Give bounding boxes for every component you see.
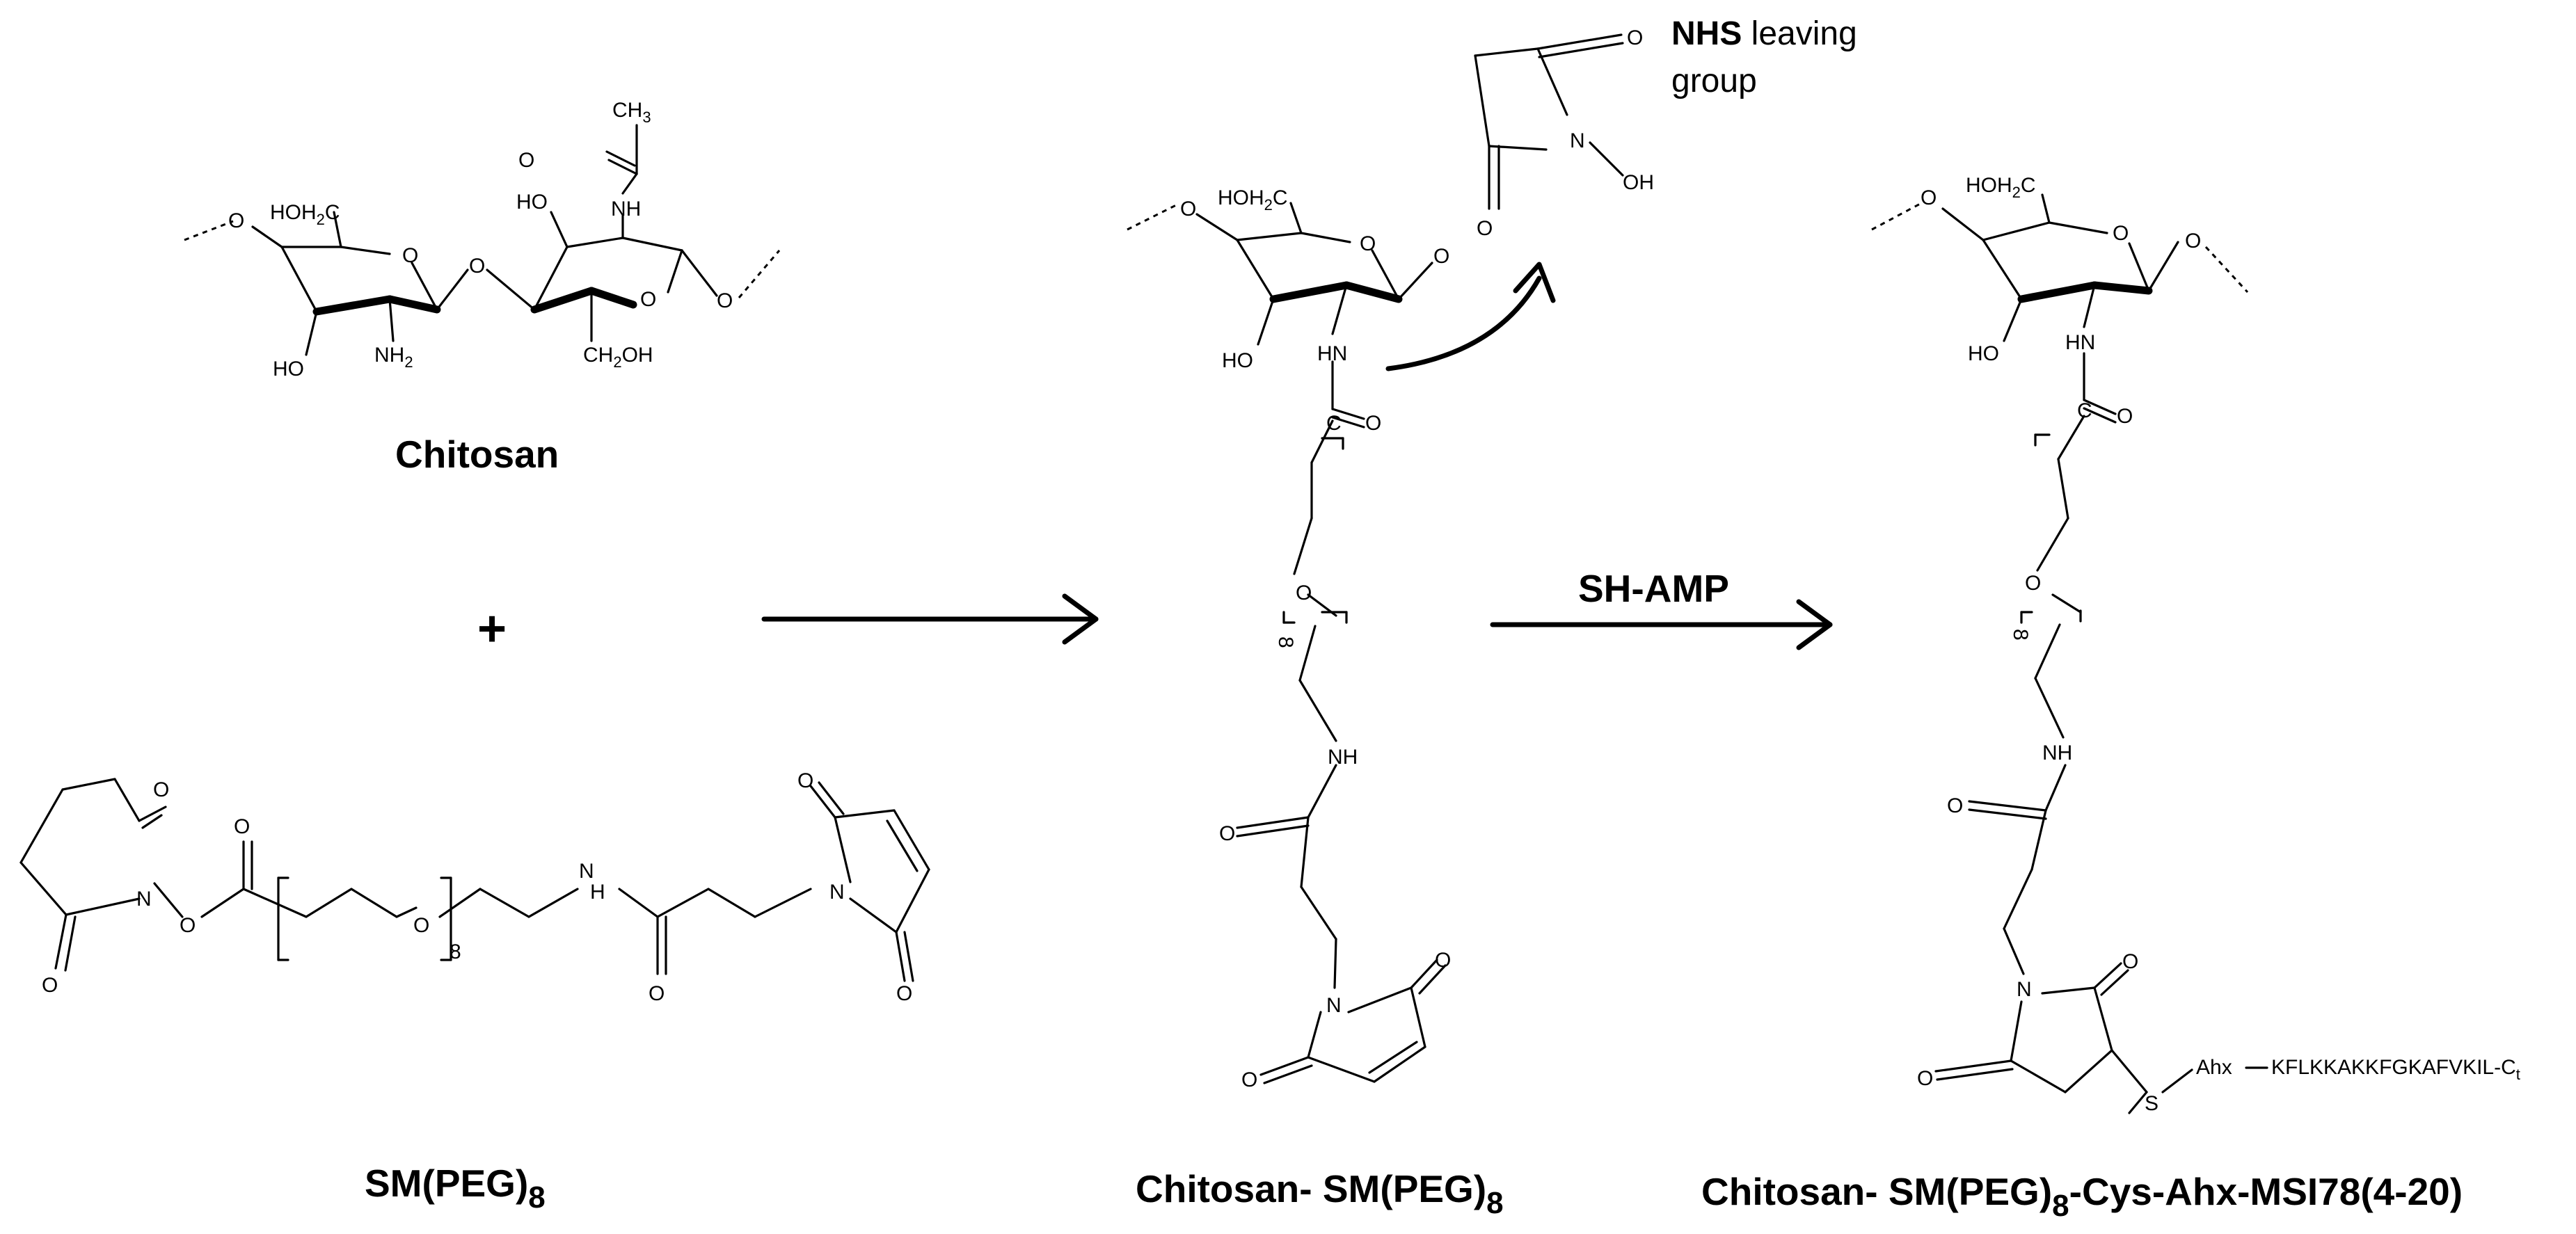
atom-ch3: CH3 — [612, 99, 651, 126]
atom-nh: NH — [611, 198, 641, 221]
atom-o-1: O — [153, 778, 169, 801]
atom-o-6: O — [649, 982, 665, 1005]
atom-nhs-o1: O — [1627, 26, 1643, 49]
atom-carbonyl-o: O — [518, 149, 534, 172]
atom-repeat-n: 8 — [450, 940, 461, 963]
atom-o-a: O — [1180, 198, 1196, 221]
atom-o-7: O — [797, 769, 813, 792]
atom-hoh2c-a: HOH2C — [1218, 186, 1288, 214]
atom-o: O — [228, 209, 244, 232]
reaction-arrow-1 — [761, 593, 1099, 645]
atom-o-mal1-a: O — [1435, 949, 1451, 972]
label-nhs-leaving-group: NHS leaving — [1671, 15, 1857, 52]
atom-end-o: O — [717, 289, 733, 312]
atom-co-a: O — [1365, 412, 1381, 435]
nhs-release-arrow — [1385, 262, 1556, 371]
atom-amide-o-b: O — [1947, 794, 1963, 817]
product-structure: O HOH2C O O HO HN C O O 8 NH O N O O S A… — [1871, 174, 2520, 1115]
atom-glycosidic-o: O — [469, 255, 485, 278]
atom-o-8: O — [896, 982, 912, 1005]
atom-hoh2c: HOH2C — [270, 201, 340, 228]
atom-oh: HO — [516, 191, 548, 214]
atom-hn-a: HN — [1317, 342, 1347, 365]
atom-o-2: O — [42, 974, 58, 997]
atom-ahx-b: Ahx — [2196, 1056, 2232, 1079]
atom-nh-b: NH — [2042, 742, 2072, 764]
atom-o-5: O — [413, 914, 429, 937]
label-smpeg8: SM(PEG)8 — [365, 1162, 546, 1215]
atom-ring-o-b: O — [2113, 222, 2129, 245]
atom-peg-o-a: O — [1296, 582, 1312, 604]
atom-o-b: O — [1921, 186, 1937, 209]
atom-n-mal-a: N — [1326, 994, 1342, 1017]
smpeg8-structure: O N O O O O 8 H N O N O O — [19, 769, 930, 1005]
atom-s-b: S — [2145, 1092, 2158, 1115]
label-nhs-group: group — [1671, 63, 1757, 99]
atom-ho-a: HO — [1222, 349, 1253, 372]
atom-hn-b: HN — [2065, 331, 2095, 354]
chitosan-structure: O HOH2C O HO NH2 O HO NH O CH3 O CH2OH O — [184, 99, 781, 380]
atom-n-2: N — [579, 860, 594, 883]
atom-o-succ1-b: O — [2122, 950, 2138, 973]
atom-co-b: O — [2117, 405, 2133, 428]
nhs-leaving-group: O N OH O — [1474, 26, 1654, 240]
atom-o-4: O — [234, 815, 250, 838]
atom-peg-o-b: O — [2025, 572, 2041, 595]
plus-sign: + — [477, 601, 507, 657]
atom-n-succ-b: N — [2017, 978, 2032, 1001]
atom-nhs-oh: OH — [1623, 171, 1654, 194]
atom-ho: HO — [273, 358, 304, 380]
atom-c-b: C — [2077, 399, 2092, 422]
atom-repeat-n-b: 8 — [2009, 629, 2032, 641]
atom-c-a: C — [1326, 412, 1342, 435]
atom-n-1: N — [136, 888, 152, 911]
label-product: Chitosan- SM(PEG)8-Cys-Ahx-MSI78(4-20) — [1701, 1170, 2463, 1223]
atom-ring-o-a: O — [1360, 232, 1376, 255]
label-chitosan: Chitosan — [395, 433, 559, 476]
atom-o-mal2-a: O — [1241, 1068, 1257, 1091]
atom-hoh2c-b: HOH2C — [1966, 174, 2036, 201]
label-reagent: SH-AMP — [1578, 567, 1729, 610]
atom-n-3: N — [829, 881, 845, 904]
atom-ch2oh: CH2OH — [583, 344, 653, 371]
atom-nh2: NH2 — [374, 344, 413, 371]
atom-nhs-n: N — [1570, 129, 1585, 152]
atom-end-o-b: O — [2185, 230, 2201, 253]
peptide-sequence: KFLKKAKKFGKAFVKIL-Ct — [2271, 1056, 2520, 1083]
atom-amide-o-a: O — [1219, 822, 1235, 845]
intermediate-structure: O HOH2C O O HO HN C O O 8 NH O N O O — [1127, 186, 1451, 1091]
atom-ring-o: O — [402, 244, 418, 267]
atom-ring2-o: O — [640, 288, 656, 311]
atom-h: H — [590, 881, 605, 904]
atom-end-o-a: O — [1433, 245, 1449, 268]
atom-o-succ2-b: O — [1917, 1067, 1933, 1090]
atom-ho-b: HO — [1968, 342, 1999, 365]
atom-o-3: O — [180, 914, 196, 937]
reaction-arrow-2 — [1490, 599, 1833, 650]
atom-repeat-n-a: 8 — [1274, 636, 1297, 648]
atom-nhs-o2: O — [1477, 217, 1493, 240]
atom-nh-a: NH — [1328, 746, 1358, 769]
label-intermediate: Chitosan- SM(PEG)8 — [1136, 1167, 1504, 1220]
